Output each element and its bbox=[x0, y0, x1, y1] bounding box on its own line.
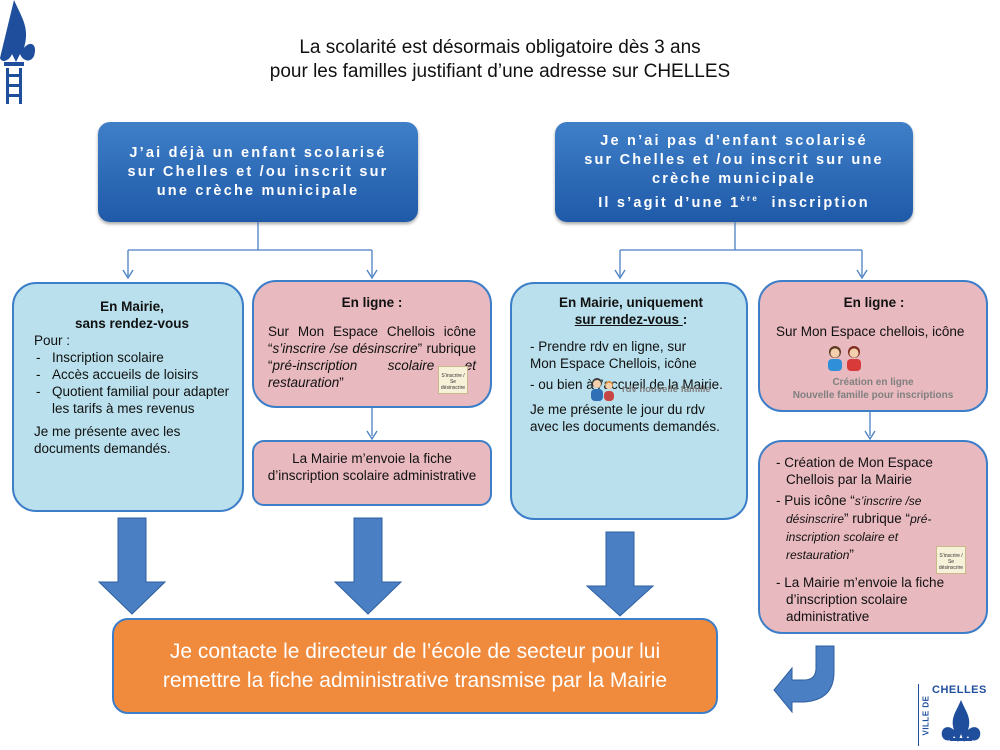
family-icon bbox=[591, 378, 614, 401]
logo-fleur-icon bbox=[941, 700, 981, 742]
box-en-ligne-right: En ligne : Sur Mon Espace chellois, icôn… bbox=[758, 280, 988, 412]
final-action-box: Je contacte le directeur de l’école de s… bbox=[112, 618, 718, 714]
logo-divider bbox=[918, 684, 919, 746]
en-ligne-left-text: Sur Mon Espace Chellois icône “s’inscrir… bbox=[268, 324, 476, 390]
header-right-line-4: Il s’agit d’une 1ère inscription bbox=[598, 193, 870, 211]
rdv-title-1: En Mairie, uniquement bbox=[558, 295, 704, 310]
down-arrow-middle-icon bbox=[333, 517, 403, 615]
logo-prefix: VILLE DE bbox=[921, 694, 931, 736]
header-left-line-3: une crèche municipale bbox=[156, 182, 360, 199]
curved-return-arrow-icon bbox=[773, 645, 835, 714]
header-left-line-2: sur Chelles et /ou inscrit sur bbox=[127, 163, 389, 180]
children-icon bbox=[828, 346, 861, 371]
en-ligne-right-title: En ligne : bbox=[843, 295, 905, 310]
chelles-logo: VILLE DE CHELLES bbox=[918, 684, 990, 746]
header-right-line-1: Je n’ai pas d’enfant scolarisé bbox=[600, 132, 868, 149]
mairie-title-1: En Mairie, bbox=[100, 299, 164, 314]
rdv-item-1: - Prendre rdv en ligne, sur Mon Espace C… bbox=[530, 339, 697, 371]
header-left-line-1: J’ai déjà un enfant scolarisé bbox=[129, 144, 387, 161]
rdv-footer: Je me présente le jour du rdv avec les d… bbox=[530, 402, 720, 434]
en-ligne-left-title: En ligne : bbox=[341, 295, 403, 310]
box-mairie-sans-rdv: En Mairie, sans rendez-vous Pour : Inscr… bbox=[12, 282, 244, 512]
inscription-app-icon: S’inscrire / Se désinscrire bbox=[438, 366, 468, 394]
mairie-title-2: sans rendez-vous bbox=[74, 316, 190, 331]
list-item: Quotient familial pour adapter les tarif… bbox=[34, 383, 230, 417]
creation-item-2: - Puis icône “s’inscrire /se désinscrire… bbox=[776, 493, 932, 562]
mairie-pour-label: Pour : bbox=[34, 333, 71, 348]
box-fiche-left: La Mairie m’envoie la fiche d’inscriptio… bbox=[252, 440, 492, 506]
down-arrow-left-icon bbox=[97, 517, 167, 615]
title-line-1: La scolarité est désormais obligatoire d… bbox=[299, 37, 701, 58]
rdv-item-2: - ou bien à l’accueil de la Mairie. bbox=[530, 377, 723, 392]
header-right-line-3: crèche municipale bbox=[652, 170, 816, 187]
creation-item-3: - La Mairie m’envoie la fiche d’inscript… bbox=[776, 575, 945, 624]
box-en-ligne-left: En ligne : Sur Mon Espace Chellois icône… bbox=[252, 280, 492, 408]
en-ligne-right-caption: Création en ligne Nouvelle famille pour … bbox=[792, 377, 954, 401]
mairie-list: Inscription scolaire Accès accueils de l… bbox=[34, 349, 230, 417]
fiche-left-text: La Mairie m’envoie la fiche d’inscriptio… bbox=[267, 451, 477, 483]
rdv-icon-row: rdv nouvelle famille bbox=[588, 376, 711, 402]
en-ligne-right-text: Sur Mon Espace chellois, icône bbox=[776, 324, 965, 339]
header-right-line-2: sur Chelles et /ou inscrit sur une bbox=[584, 151, 884, 168]
header-first-enrollment: Je n’ai pas d’enfant scolarisé sur Chell… bbox=[555, 122, 913, 222]
fleur-de-lis-icon bbox=[0, 0, 36, 104]
mairie-footer: Je me présente avec les documents demand… bbox=[34, 424, 181, 456]
logo-prefix-wrap: VILLE DE bbox=[920, 686, 932, 744]
page-title: La scolarité est désormais obligatoire d… bbox=[150, 36, 850, 84]
final-line-2: remettre la fiche administrative transmi… bbox=[162, 669, 668, 692]
list-item: Accès accueils de loisirs bbox=[34, 366, 230, 383]
creation-item-1: - Création de Mon Espace Chellois par la… bbox=[776, 455, 933, 487]
box-creation-espace: - Création de Mon Espace Chellois par la… bbox=[758, 440, 988, 634]
down-arrow-right-icon bbox=[585, 531, 655, 617]
rdv-title-2: sur rendez-vous : bbox=[574, 312, 688, 327]
final-line-1: Je contacte le directeur de l’école de s… bbox=[169, 640, 661, 663]
logo-name: CHELLES bbox=[932, 684, 987, 696]
list-item: Inscription scolaire bbox=[34, 349, 230, 366]
inscription-app-icon: S’inscrire / Se désinscrire bbox=[936, 546, 966, 574]
rdv-icon-caption: rdv nouvelle famille bbox=[622, 383, 711, 395]
title-line-2: pour les familles justifiant d’une adres… bbox=[269, 61, 731, 82]
header-existing-child: J’ai déjà un enfant scolarisé sur Chelle… bbox=[98, 122, 418, 222]
box-mairie-rdv: En Mairie, uniquement sur rendez-vous : … bbox=[510, 282, 748, 520]
